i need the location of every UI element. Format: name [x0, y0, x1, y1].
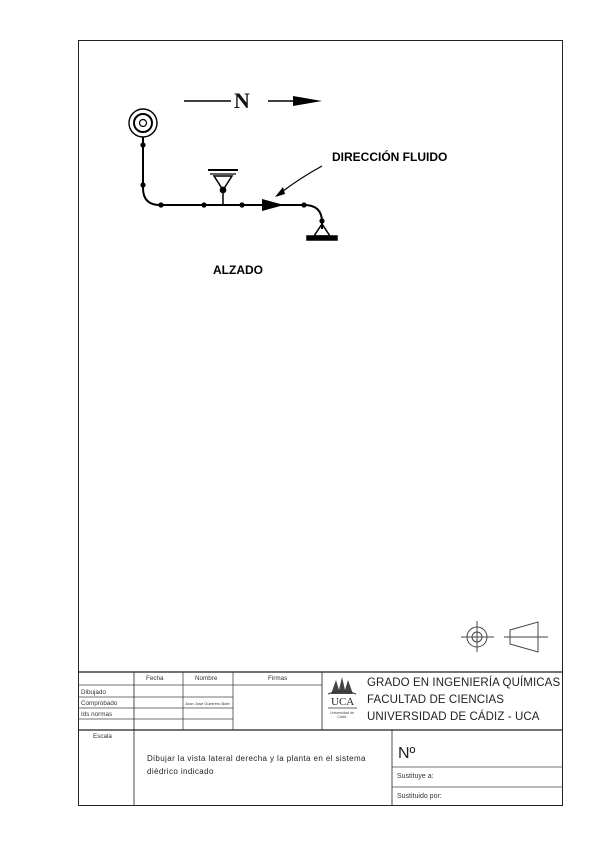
- header-name: Nombre: [195, 675, 218, 682]
- terminal-symbol-icon: [306, 222, 338, 241]
- drawing-sheet: [78, 40, 563, 806]
- university-logo-text: UCA: [331, 696, 355, 708]
- task-description: Dibujar la vista lateral derecha y la pl…: [147, 754, 366, 776]
- flow-arrow-icon: [262, 199, 284, 211]
- degree-title: GRADO EN INGENIERÍA QUÍMICAS: [367, 677, 561, 689]
- title-block-grid: [78, 671, 563, 806]
- flow-label-leader: [275, 165, 323, 197]
- university-logo-icon: [327, 677, 357, 709]
- replaced-by-label: Sustituido por:: [397, 793, 442, 800]
- view-label-alzado: ALZADO: [213, 263, 263, 277]
- replaces-label: Sustituye a:: [397, 773, 434, 780]
- university-logo-subtext: Universidad de Cádiz: [330, 711, 354, 719]
- checked-name: Juan José Guerrero Bote: [185, 701, 230, 706]
- row-checked: Comprobado: [81, 700, 118, 707]
- header-date: Fecha: [146, 675, 164, 682]
- scale-label: Escala: [93, 733, 112, 740]
- row-drawn: Dibujado: [81, 689, 106, 696]
- university-title: UNIVERSIDAD DE CÁDIZ - UCA: [367, 711, 540, 723]
- north-arrow-icon: [184, 96, 322, 106]
- riser-symbol-icon: [128, 108, 158, 138]
- pipe-line: [142, 137, 323, 229]
- projection-symbol-icon: [461, 621, 548, 653]
- pipe-joint-dots: [140, 142, 325, 224]
- north-label: N: [234, 88, 250, 113]
- flow-direction-label: DIRECCIÓN FLUIDO: [332, 150, 448, 164]
- valve-symbol-icon: [208, 169, 238, 205]
- row-standards: Ids normas: [81, 711, 113, 718]
- sheet-number-label: Nº: [398, 745, 416, 762]
- faculty-title: FACULTAD DE CIENCIAS: [367, 694, 505, 706]
- header-signatures: Firmas: [268, 675, 288, 682]
